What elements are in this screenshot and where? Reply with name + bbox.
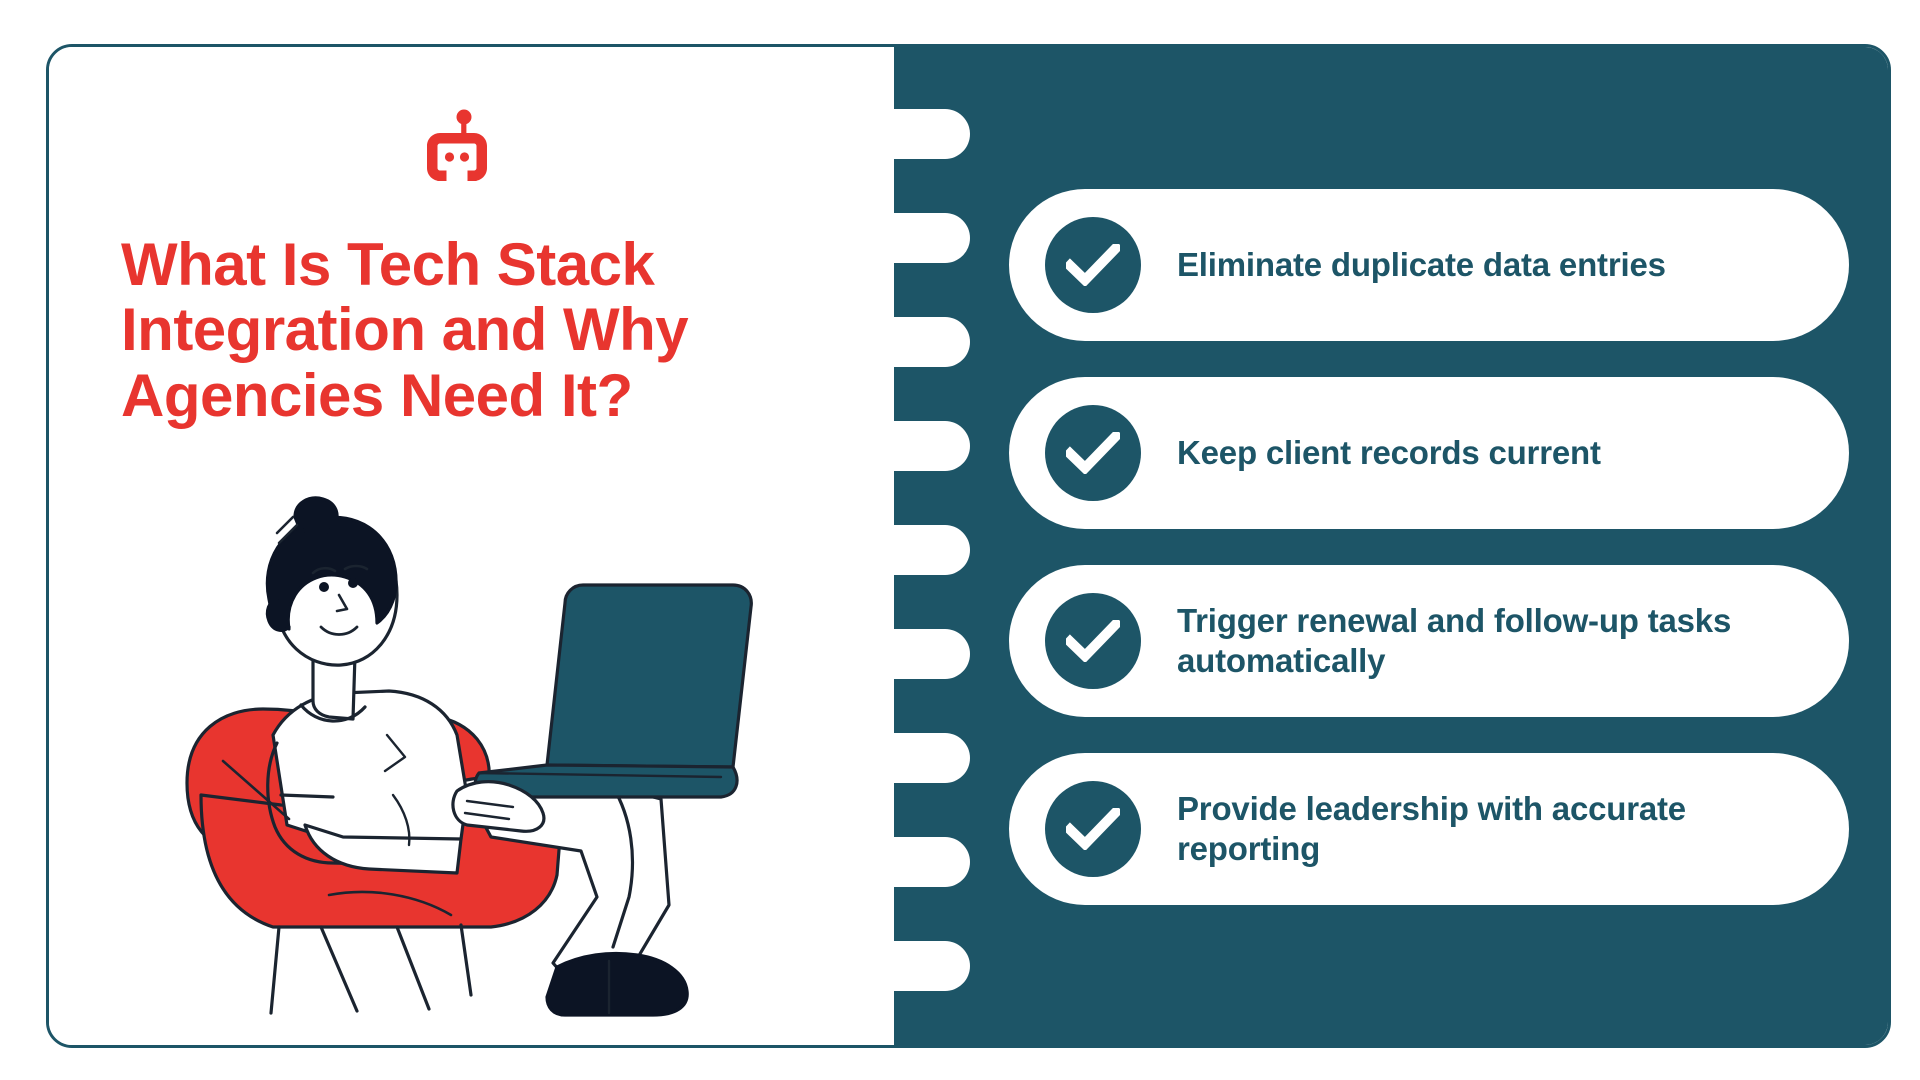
list-item[interactable]: Keep client records current	[1009, 377, 1849, 529]
check-circle-icon	[1045, 405, 1141, 501]
page-title-text: What Is Tech Stack Integration and Why A…	[121, 231, 689, 429]
outer-card: What Is Tech Stack Integration and Why A…	[46, 44, 1891, 1048]
benefits-list: Eliminate duplicate data entries Keep cl…	[1009, 189, 1849, 905]
binder-notch	[890, 317, 970, 367]
list-item[interactable]: Provide leadership with accurate reporti…	[1009, 753, 1849, 905]
binder-notch	[890, 525, 970, 575]
right-panel: Eliminate duplicate data entries Keep cl…	[890, 47, 1888, 1045]
list-item[interactable]: Trigger renewal and follow-up tasks auto…	[1009, 565, 1849, 717]
binder-notch	[890, 213, 970, 263]
robot-icon-container	[49, 109, 864, 194]
check-circle-icon	[1045, 781, 1141, 877]
binder-notch	[890, 109, 970, 159]
check-circle-icon	[1045, 217, 1141, 313]
binder-notch	[890, 941, 970, 991]
left-panel: What Is Tech Stack Integration and Why A…	[49, 47, 864, 1045]
page-title: What Is Tech Stack Integration and Why A…	[121, 232, 851, 428]
binder-notch	[890, 421, 970, 471]
list-item-label: Eliminate duplicate data entries	[1177, 245, 1666, 283]
person-with-laptop-illustration	[161, 495, 841, 1035]
list-item-label: Trigger renewal and follow-up tasks auto…	[1177, 601, 1732, 679]
binder-notch	[890, 629, 970, 679]
binder-notch	[890, 837, 970, 887]
robot-icon	[424, 109, 490, 194]
list-item-label: Keep client records current	[1177, 433, 1601, 471]
list-item-label: Provide leadership with accurate reporti…	[1177, 789, 1686, 867]
check-circle-icon	[1045, 593, 1141, 689]
binder-notch	[890, 733, 970, 783]
list-item[interactable]: Eliminate duplicate data entries	[1009, 189, 1849, 341]
